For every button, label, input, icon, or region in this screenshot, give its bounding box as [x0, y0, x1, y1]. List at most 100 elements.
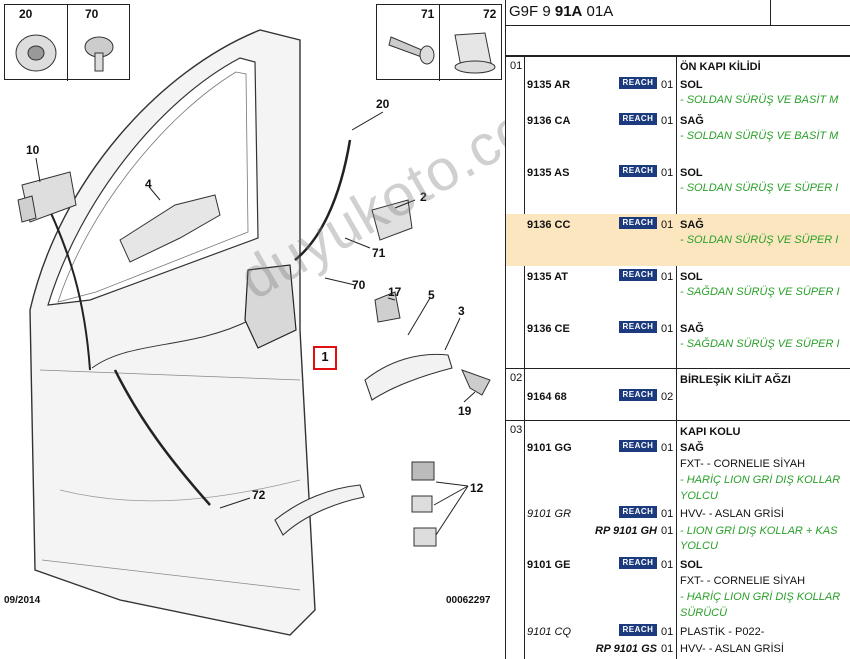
part-note: YOLCU [680, 490, 718, 502]
part-number[interactable]: 9101 GR [527, 508, 572, 520]
table-row[interactable]: 9101 CQ REACH 01 PLASTİK - P022- [506, 624, 850, 640]
parts-box-top-right: 71 72 [376, 4, 502, 81]
replacement-part-number[interactable]: RP 9101 GS [595, 643, 657, 655]
part-number[interactable]: 9135 AS [527, 167, 570, 179]
part-desc: SOL [680, 559, 703, 571]
reach-badge: REACH [619, 269, 657, 281]
part-desc: SOL [680, 79, 703, 91]
quantity: 01 [661, 626, 674, 638]
part-desc: PLASTİK - P022- [680, 626, 765, 638]
table-row: KAPI KOLU [506, 425, 850, 439]
quantity: 01 [661, 643, 674, 655]
table-row[interactable]: 9136 CE REACH 01 SAĞ - SAĞDAN SÜRÜŞ VE S… [506, 318, 850, 368]
diagram-date: 09/2014 [4, 595, 41, 606]
screw-and-clip-icons [388, 32, 496, 74]
part-note: - SOLDAN SÜRÜŞ VE SÜPER I [680, 182, 839, 194]
part-note: - SAĞDAN SÜRÜŞ VE SÜPER I [680, 338, 840, 350]
table-row[interactable]: RP 9101 GS 01 HVV- - ASLAN GRİSİ [506, 641, 850, 657]
table-row[interactable]: 9164 68 REACH 02 [506, 388, 850, 418]
table-row: FXT- - CORNELIE SİYAH [506, 457, 850, 473]
table-row: ÖN KAPI KİLİDİ [506, 60, 850, 74]
part-label-72: 72 [483, 7, 497, 21]
callout-72: 72 [252, 488, 266, 502]
part-desc: FXT- - CORNELIE SİYAH [680, 458, 806, 470]
part-number[interactable]: 9136 CA [527, 115, 571, 127]
part-number[interactable]: 9101 GG [527, 442, 572, 454]
quantity: 01 [661, 323, 674, 335]
table-row[interactable]: 9136 CA REACH 01 SAĞ - SOLDAN SÜRÜŞ VE B… [506, 110, 850, 162]
part-note: - HARİÇ LION GRİ DIŞ KOLLAR [680, 474, 841, 486]
callout-71: 71 [372, 246, 386, 260]
part-number[interactable]: 9136 CE [527, 323, 570, 335]
reach-badge: REACH [619, 77, 657, 89]
table-row[interactable]: RP 9101 GH 01 - LION GRİ DIŞ KOLLAR + KA… [506, 523, 850, 539]
part-label-70: 70 [85, 7, 99, 21]
quantity: 01 [661, 167, 674, 179]
part-desc: HVV- - ASLAN GRİSİ [680, 508, 784, 520]
part-note: SÜRÜCÜ [680, 607, 728, 619]
reach-badge: REACH [619, 389, 657, 401]
callout-4: 4 [145, 177, 152, 191]
table-row[interactable]: 9135 AT REACH 01 SOL - SAĞDAN SÜRÜŞ VE S… [506, 266, 850, 318]
group-title: BİRLEŞİK KİLİT AĞZI [680, 374, 791, 386]
group-number: 03 [510, 424, 523, 436]
part-note: - SAĞDAN SÜRÜŞ VE SÜPER I [680, 286, 840, 298]
group-number: 01 [510, 60, 523, 72]
part-note: - SOLDAN SÜRÜŞ VE BASİT M [680, 130, 839, 142]
table-row: SÜRÜCÜ [506, 606, 850, 622]
part-label-20: 20 [19, 7, 33, 21]
code-suffix: 01A [582, 3, 614, 20]
callout-17: 17 [388, 285, 402, 299]
reach-badge: REACH [619, 165, 657, 177]
quantity: 01 [661, 219, 674, 231]
part-label-71: 71 [421, 7, 435, 21]
table-row: YOLCU [506, 489, 850, 505]
quantity: 01 [661, 79, 674, 91]
part-desc: SOL [680, 271, 703, 283]
parts-box-top-left: 20 70 [4, 4, 130, 81]
part-desc: SAĞ [680, 219, 704, 231]
callout-2: 2 [420, 190, 427, 204]
part-number[interactable]: 9136 CC [527, 219, 571, 231]
table-row[interactable]: 9101 GE REACH 01 SOL [506, 557, 850, 573]
table-row[interactable]: 9135 AS REACH 01 SOL - SOLDAN SÜRÜŞ VE S… [506, 162, 850, 214]
table-row: BİRLEŞİK KİLİT AĞZI [506, 373, 850, 387]
part-number[interactable]: 9164 68 [527, 391, 567, 403]
table-row[interactable]: 9135 AR REACH 01 SOL - SOLDAN SÜRÜŞ VE B… [506, 74, 850, 110]
table-subheader [506, 26, 850, 56]
reach-badge: REACH [619, 321, 657, 333]
table-row[interactable]: 9101 GR REACH 01 HVV- - ASLAN GRİSİ [506, 506, 850, 522]
part-note: - HARİÇ LION GRİ DIŞ KOLLAR [680, 591, 841, 603]
quantity: 01 [661, 525, 674, 537]
part-desc: SAĞ [680, 323, 704, 335]
table-row: YOLCU [506, 539, 850, 555]
washer-and-bolt-icons [15, 34, 114, 72]
inner-handle-bracket [17, 171, 77, 223]
group-number: 02 [510, 372, 523, 384]
part-desc: SAĞ [680, 442, 704, 454]
reach-badge: REACH [619, 506, 657, 518]
group-02: 02 [506, 368, 850, 420]
group-title: KAPI KOLU [680, 426, 741, 438]
lock-hotspot-1[interactable]: 1 [313, 346, 337, 370]
part-number[interactable]: 9101 GE [527, 559, 571, 571]
group-title: ÖN KAPI KİLİDİ [680, 61, 761, 73]
door-drawing [17, 29, 491, 636]
code-prefix: G9F 9 [509, 3, 555, 20]
reach-badge: REACH [619, 624, 657, 636]
reach-badge: REACH [619, 113, 657, 125]
part-number[interactable]: 9135 AT [527, 271, 568, 283]
callout-10: 10 [26, 143, 40, 157]
replacement-part-number[interactable]: RP 9101 GH [595, 525, 657, 537]
part-desc: SAĞ [680, 115, 704, 127]
diagram-code-header: G9F 9 91A 01A [506, 0, 850, 26]
part-number[interactable]: 9101 CQ [527, 626, 572, 638]
table-row[interactable]: 9101 GG REACH 01 SAĞ [506, 440, 850, 456]
table-row: - HARİÇ LION GRİ DIŞ KOLLAR [506, 590, 850, 606]
table-row: - HARİÇ LION GRİ DIŞ KOLLAR [506, 473, 850, 489]
callout-70: 70 [352, 278, 366, 292]
part-number[interactable]: 9135 AR [527, 79, 571, 91]
table-row-selected[interactable]: 9136 CC REACH 01 SAĞ - SOLDAN SÜRÜŞ VE S… [506, 214, 850, 266]
diagram-ref: 00062297 [446, 595, 491, 606]
callout-12: 12 [470, 481, 484, 495]
